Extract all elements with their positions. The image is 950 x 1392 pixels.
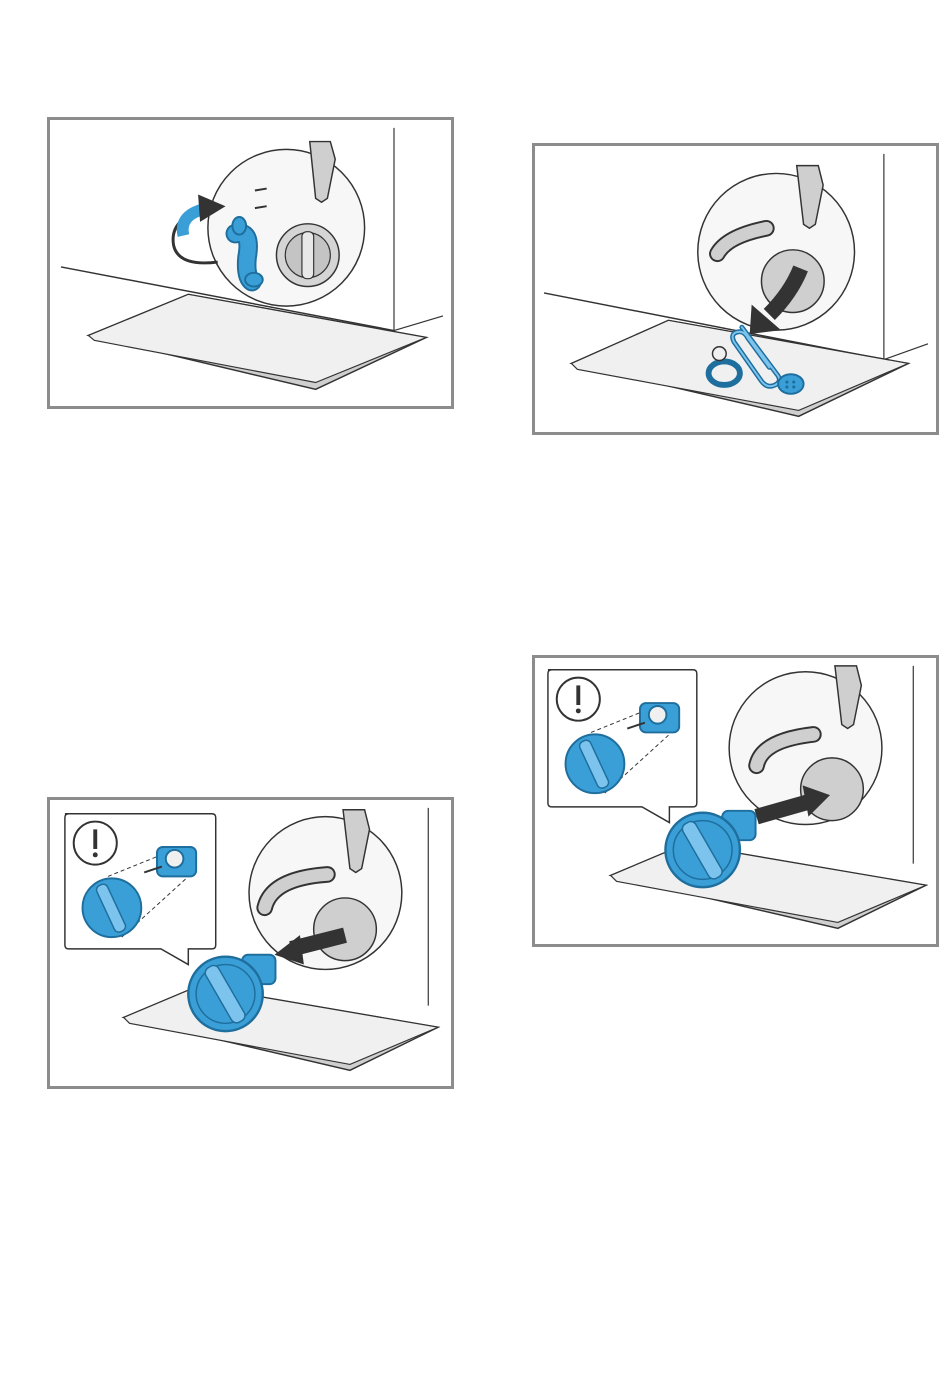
illustration-insert-filter — [535, 658, 936, 944]
figure-step-1 — [47, 117, 454, 409]
filter-opening — [314, 898, 377, 961]
illustration-unscrew-hose — [50, 120, 451, 406]
machine-corner-line — [394, 316, 443, 331]
figure-step-3 — [47, 797, 454, 1089]
illustration-remove-foreign-objects — [535, 146, 936, 432]
drip-tray-icon — [88, 294, 426, 382]
illustration-remove-filter — [50, 800, 451, 1086]
figure-step-2 — [532, 143, 939, 435]
button-icon — [778, 374, 803, 394]
figure-step-4 — [532, 655, 939, 947]
